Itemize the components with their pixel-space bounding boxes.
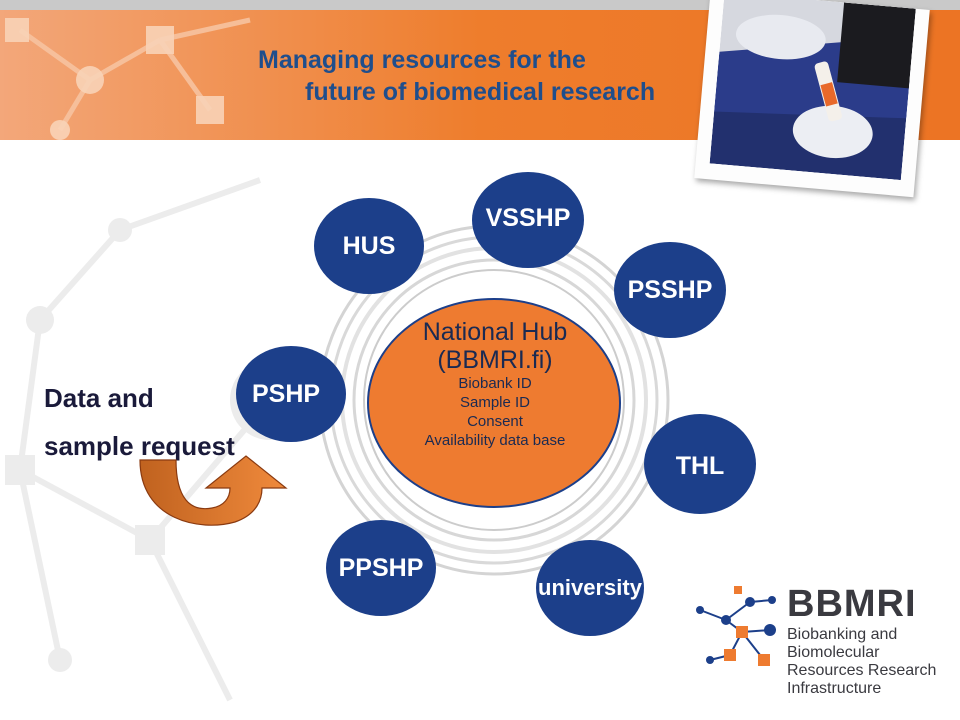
hub-title-line1: National Hub [422, 318, 568, 346]
hub-field-availability: Availability data base [424, 432, 566, 449]
node-vsshp: VSSHP [472, 172, 584, 268]
node-psshp: PSSHP [614, 242, 726, 338]
hub-title-line2: (BBMRI.fi) [437, 346, 553, 374]
bbmri-logo-title: BBMRI [787, 583, 917, 625]
node-ppshp: PPSHP [326, 520, 436, 616]
node-pshp: PSHP [236, 346, 346, 442]
national-hub: National Hub (BBMRI.fi) Biobank ID Sampl… [370, 318, 620, 450]
node-psshp-label: PSSHP [627, 276, 713, 304]
lab-photo-frame [694, 0, 930, 198]
node-vsshp-label: VSSHP [485, 204, 571, 232]
hub-ellipse [367, 298, 621, 508]
hub-field-consent: Consent [467, 413, 523, 430]
bbmri-logo-graphic [696, 586, 776, 666]
node-pshp-label: PSHP [252, 379, 321, 408]
node-hus-label: HUS [342, 231, 396, 260]
node-university: university [536, 540, 644, 636]
node-thl-label: THL [675, 451, 725, 480]
banner-title-line1: Managing resources for the [258, 46, 586, 74]
banner-title: Managing resources for the future of bio… [258, 44, 655, 108]
logo-sub-line2: Biomolecular [787, 644, 880, 661]
banner-title-line2: future of biomedical research [305, 78, 656, 106]
logo-sub-line3: Resources Research [787, 662, 937, 679]
hub-field-sample-id: Sample ID [459, 394, 531, 411]
hub-field-biobank-id: Biobank ID [458, 375, 532, 392]
lab-photo [709, 0, 916, 181]
logo-sub-line1: Biobanking and [787, 626, 898, 643]
request-line2: sample request [44, 431, 235, 461]
logo-sub-line4: Infrastructure [787, 680, 882, 697]
node-thl: THL [644, 414, 756, 514]
node-ppshp-label: PPSHP [338, 554, 424, 582]
data-sample-request: Data and sample request [44, 374, 235, 470]
node-hus: HUS [314, 198, 424, 294]
node-university-label: university [538, 575, 642, 600]
request-line1: Data and [44, 383, 154, 413]
bbmri-logo-subtitle: Biobanking and Biomolecular Resources Re… [787, 626, 936, 698]
